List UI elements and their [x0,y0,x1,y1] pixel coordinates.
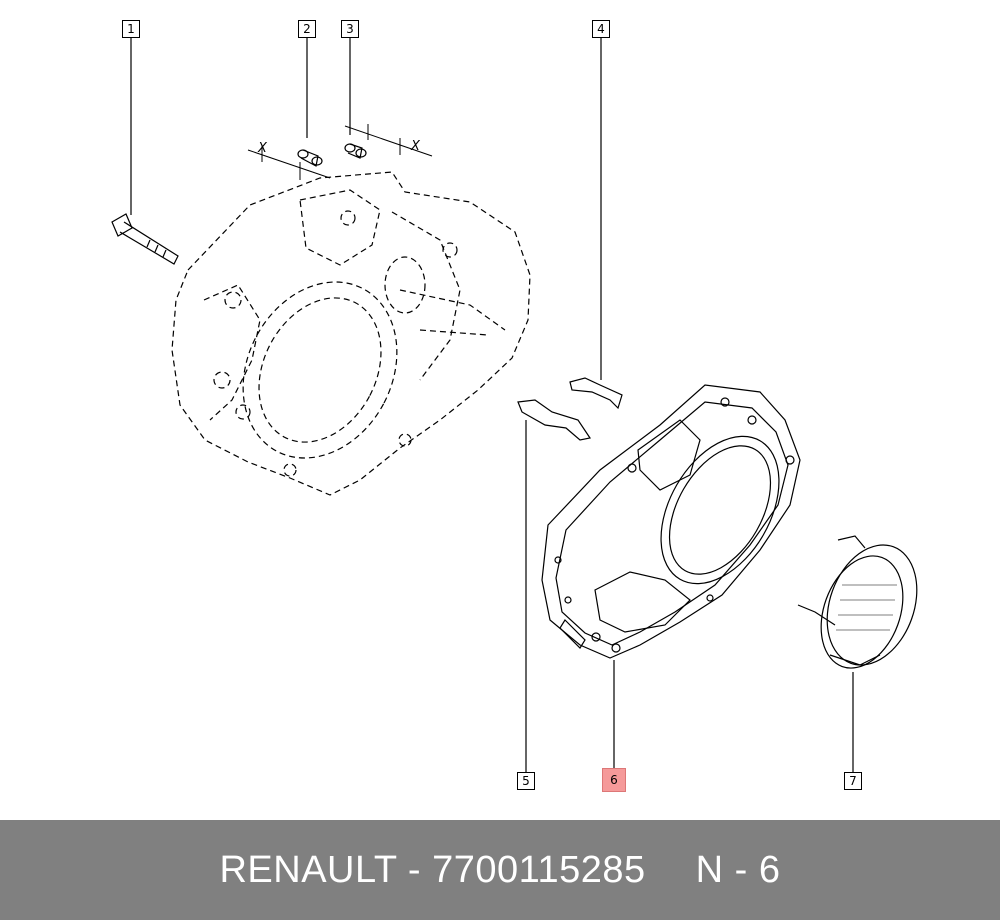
callout-4[interactable]: 4 [592,20,610,38]
dimension-mark-right: X [410,139,421,154]
transmission-housing [171,171,531,496]
page-label: N - 6 [695,848,781,891]
dimension-lines [247,124,433,180]
seal-ring [797,535,918,669]
dimension-mark-left: X [257,141,268,156]
dowel-pin-left [297,149,323,167]
footer-bar: RENAULT - 7700115285 N - 6 [0,820,1000,920]
callout-1[interactable]: 1 [122,20,140,38]
bolt [111,213,179,265]
clip-upper [569,377,623,410]
callout-2[interactable]: 2 [298,20,316,38]
dowel-pin-right [344,143,367,159]
callout-5[interactable]: 5 [517,772,535,790]
callout-3[interactable]: 3 [341,20,359,38]
clip-lower [517,399,591,441]
exploded-parts-diagram: X X [111,38,918,772]
leader-lines [130,38,854,772]
callout-7[interactable]: 7 [844,772,862,790]
housing-gasket [541,384,801,659]
part-number-label: RENAULT - 7700115285 [219,848,646,891]
callout-6[interactable]: 6 [602,768,626,792]
